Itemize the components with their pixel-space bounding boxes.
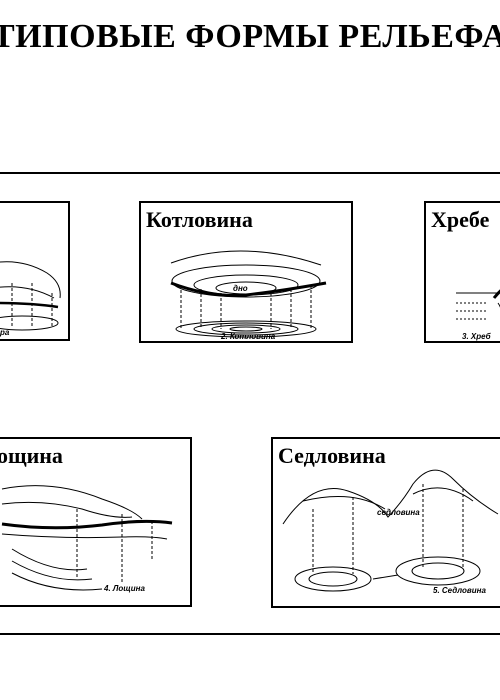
- basin-bottom-label: дно: [233, 284, 248, 293]
- saddle-inner-label: седловина: [377, 508, 420, 517]
- bottom-divider: [0, 633, 500, 635]
- hollow-sketch: 4. Лощина: [1, 485, 173, 593]
- figure-label-loshchina: ощина: [0, 443, 63, 468]
- figure-card-kotlovina: дно 2. Котловина Котловина: [139, 201, 353, 343]
- saddle-sketch: седловина 5. Седловина: [282, 469, 499, 595]
- basin-sketch: дно 2. Котловина: [170, 250, 327, 341]
- ridge-sketch: 3. Хреб: [456, 289, 500, 341]
- basin-caption: 2. Котловина: [220, 332, 276, 341]
- figure-card-hrebet: 3. Хреб Хребе: [424, 201, 500, 343]
- figure-card-sedlovina: седловина 5. Седловина Седловина: [271, 437, 500, 608]
- ridge-caption: 3. Хреб: [462, 332, 492, 341]
- figure-card-loshchina: 4. Лощина ощина: [0, 437, 192, 607]
- figure-label-sedlovina: Седловина: [278, 443, 386, 468]
- slide-title: ТИПОВЫЕ ФОРМЫ РЕЛЬЕФА: [0, 18, 500, 55]
- top-divider: [0, 172, 500, 174]
- relief-sketch-1: ра: [0, 261, 61, 337]
- figure-label-kotlovina: Котловина: [146, 207, 253, 232]
- figure-caption-1: ра: [0, 328, 10, 337]
- saddle-caption: 5. Седловина: [433, 586, 486, 595]
- hollow-caption: 4. Лощина: [103, 584, 145, 593]
- figure-label-hrebet: Хребе: [431, 207, 490, 232]
- figure-card-1: ра: [0, 201, 70, 341]
